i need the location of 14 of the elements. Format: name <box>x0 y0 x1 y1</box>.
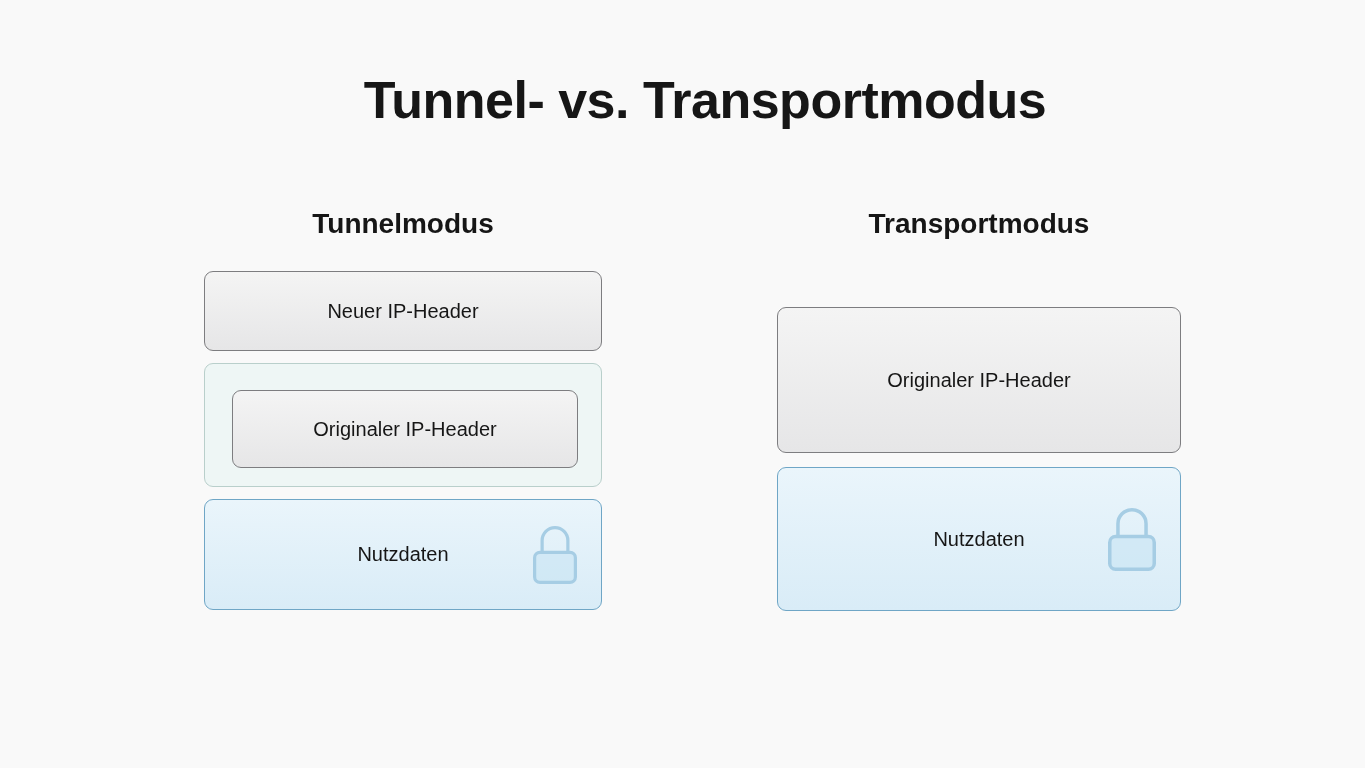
box-label: Originaler IP-Header <box>313 417 497 441</box>
section-heading: Transportmodus <box>868 208 1090 240</box>
box-label: Nutzdaten <box>357 543 449 566</box>
header-box <box>777 307 1181 453</box>
title: Tunnel- vs. Transportmodus <box>363 70 1047 130</box>
header-box <box>232 390 578 468</box>
box-label: Neuer IP-Header <box>327 299 479 323</box>
header-box <box>204 271 602 351</box>
section-heading: Tunnelmodus <box>312 208 494 240</box>
encapsulation-box <box>204 363 602 487</box>
box-label: Nutzdaten <box>933 527 1025 551</box>
payload-box <box>204 499 602 610</box>
payload-box <box>777 467 1181 611</box>
box-label: Originaler IP-Header <box>887 368 1071 392</box>
